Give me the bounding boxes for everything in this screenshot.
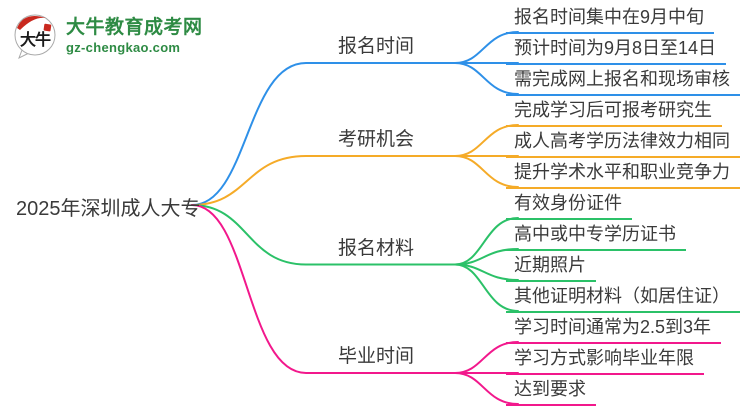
- leaf-item-2-3[interactable]: 其他证明材料（如居住证）: [506, 281, 740, 313]
- leaf-item-1-2[interactable]: 提升学术水平和职业竞争力: [506, 157, 740, 189]
- root-topic[interactable]: 2025年深圳成人大专: [16, 198, 201, 220]
- red-seal-stamp: [43, 23, 52, 32]
- red-hat-arc: [17, 15, 46, 30]
- leaf-item-3-1[interactable]: 学习方式影响毕业年限: [506, 343, 704, 375]
- logo-icon-text: 大牛: [20, 30, 51, 49]
- site-logo: 大牛 大牛教育成考网 gz-chengkao.com: [12, 12, 203, 60]
- item-curve-0-2: [454, 62, 519, 95]
- leaf-item-2-1[interactable]: 高中或中专学历证书: [506, 219, 686, 251]
- leaf-item-1-0[interactable]: 完成学习后可报考研究生: [506, 95, 722, 127]
- branch-label-2[interactable]: 报名材料: [338, 237, 415, 259]
- branch-curve-1: [191, 155, 456, 206]
- item-curve-2-3: [454, 263, 519, 312]
- item-curve-1-2: [454, 155, 519, 188]
- branch-curve-0: [191, 62, 456, 206]
- leaf-item-1-1[interactable]: 成人高考学历法律效力相同: [506, 126, 740, 158]
- leaf-item-2-2[interactable]: 近期照片: [506, 250, 596, 282]
- branch-label-0[interactable]: 报名时间: [338, 36, 415, 57]
- site-name: 大牛教育成考网: [66, 16, 203, 38]
- branch-curve-3: [191, 204, 456, 374]
- site-url: gz-chengkao.com: [66, 39, 181, 55]
- leaf-item-3-2[interactable]: 达到要求: [506, 374, 596, 406]
- branch-label-3[interactable]: 毕业时间: [338, 346, 415, 367]
- branch-label-1[interactable]: 考研机会: [338, 129, 415, 150]
- leaf-item-0-0[interactable]: 报名时间集中在9月中旬: [506, 2, 715, 34]
- leaf-item-2-0[interactable]: 有效身份证件: [506, 188, 632, 220]
- leaf-item-0-2[interactable]: 需完成网上报名和现场审核: [506, 64, 740, 96]
- item-curve-3-2: [454, 372, 519, 405]
- bull-logo-icon: 大牛: [14, 14, 56, 60]
- leaf-item-0-1[interactable]: 预计时间为9月8日至14日: [506, 33, 727, 65]
- leaf-item-3-0[interactable]: 学习时间通常为2.5到3年: [506, 312, 722, 344]
- branch-curve-2: [191, 204, 456, 266]
